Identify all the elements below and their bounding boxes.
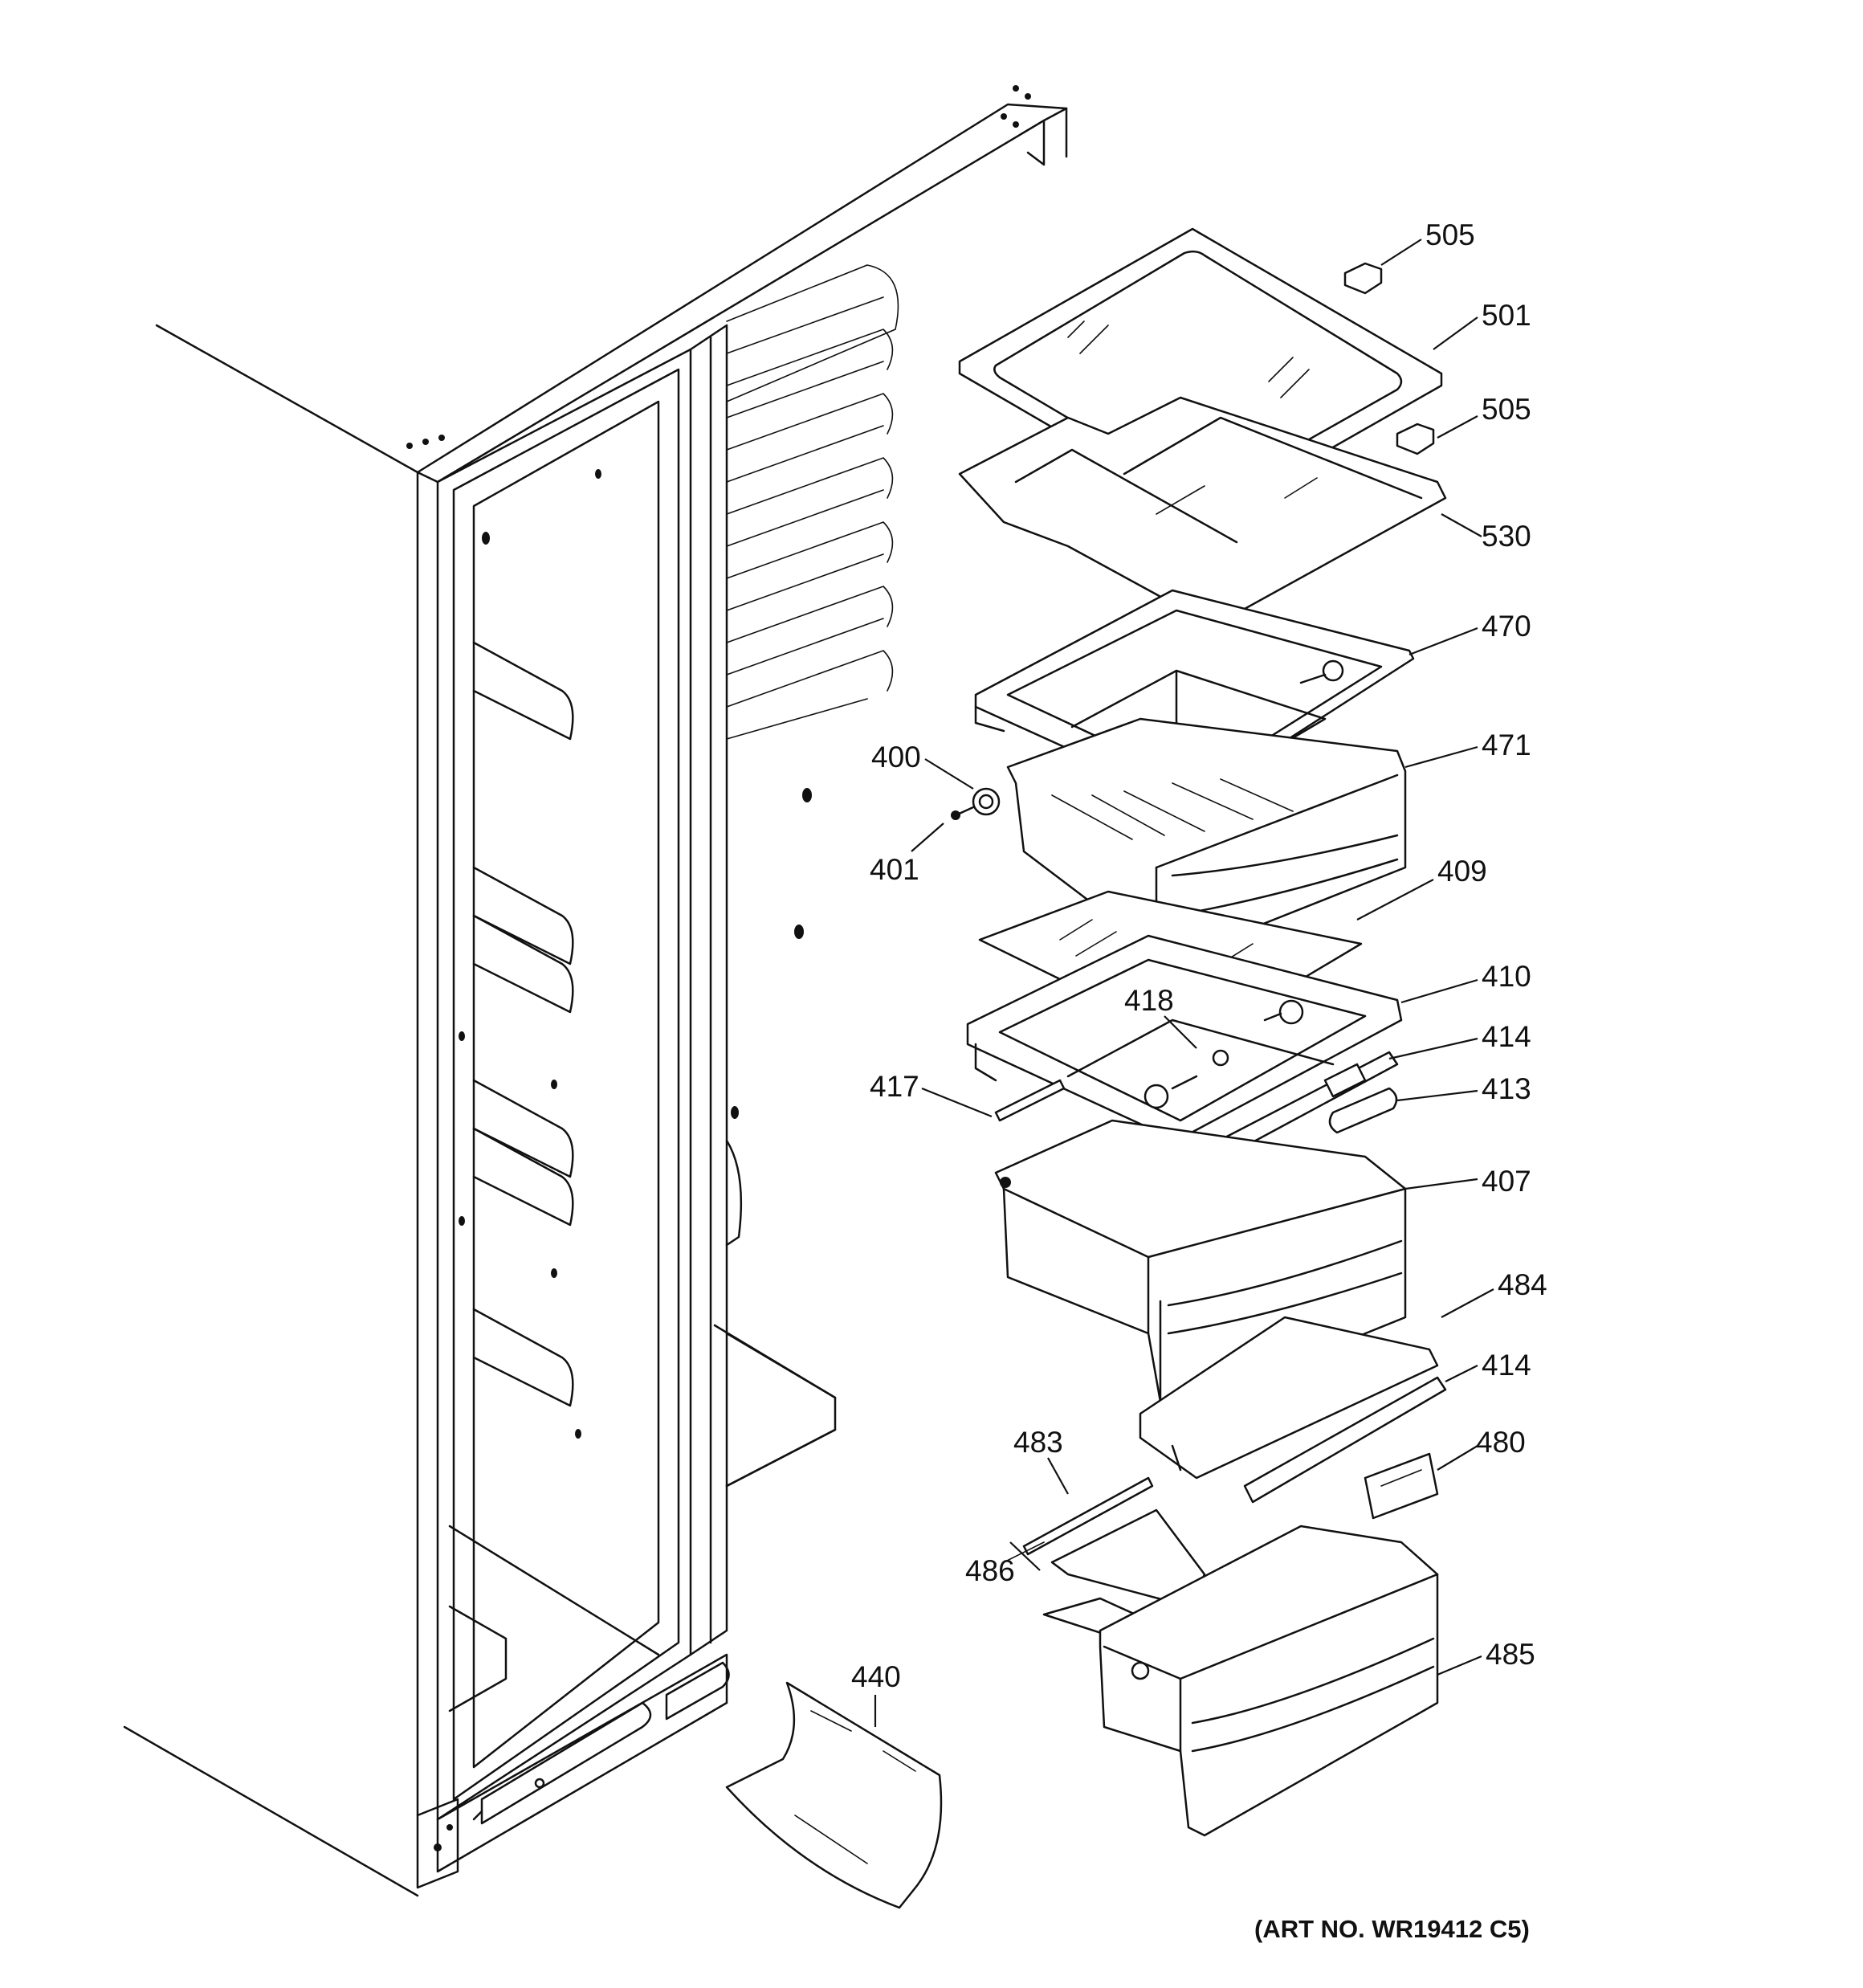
callout-417: 417	[870, 1070, 919, 1103]
callout-400: 400	[871, 741, 921, 774]
part-486-rod	[1003, 1541, 1045, 1563]
callout-labels: 505 501 505 530 470 471 400 401 409 410 …	[851, 218, 1547, 1693]
callout-471: 471	[1482, 729, 1531, 761]
callout-414-upper: 414	[1482, 1020, 1531, 1053]
part-530-shelf-frame	[958, 396, 1447, 628]
callout-409: 409	[1437, 855, 1487, 888]
shelf-ribs	[726, 264, 899, 740]
callout-484: 484	[1498, 1268, 1547, 1301]
callout-505-upper: 505	[1425, 218, 1475, 251]
callout-483: 483	[1013, 1426, 1063, 1459]
part-414-trim-lower	[1243, 1376, 1447, 1504]
callout-418: 418	[1124, 984, 1174, 1017]
part-413-rod	[1323, 1063, 1398, 1134]
part-484-pan-cover	[1139, 1316, 1439, 1480]
callout-480: 480	[1476, 1426, 1526, 1459]
callout-413: 413	[1482, 1072, 1531, 1105]
part-400-knob	[972, 787, 1001, 816]
callout-414-lower: 414	[1482, 1349, 1531, 1382]
part-505-clip-lower	[1396, 423, 1435, 455]
callout-505-lower: 505	[1482, 393, 1531, 426]
callout-501: 501	[1482, 299, 1531, 332]
art-number: (ART NO. WR19412 C5)	[1254, 1915, 1530, 1943]
part-401-screw	[951, 806, 975, 820]
part-485-bottom-drawer	[1099, 1525, 1439, 1837]
callout-leaders	[874, 239, 1494, 1727]
callout-401: 401	[870, 853, 919, 886]
part-417-rod	[994, 1079, 1066, 1122]
callout-407: 407	[1482, 1165, 1531, 1198]
part-410-frame	[966, 934, 1403, 1142]
part-440-cover	[725, 1681, 943, 1909]
callout-470: 470	[1482, 610, 1531, 643]
callout-440: 440	[851, 1660, 901, 1693]
callout-485: 485	[1486, 1638, 1535, 1671]
callout-486: 486	[965, 1554, 1015, 1587]
part-505-clip-upper	[1343, 262, 1383, 295]
callout-530: 530	[1482, 520, 1531, 553]
refrigerator-cabinet	[123, 85, 1068, 1897]
callout-410: 410	[1482, 960, 1531, 993]
